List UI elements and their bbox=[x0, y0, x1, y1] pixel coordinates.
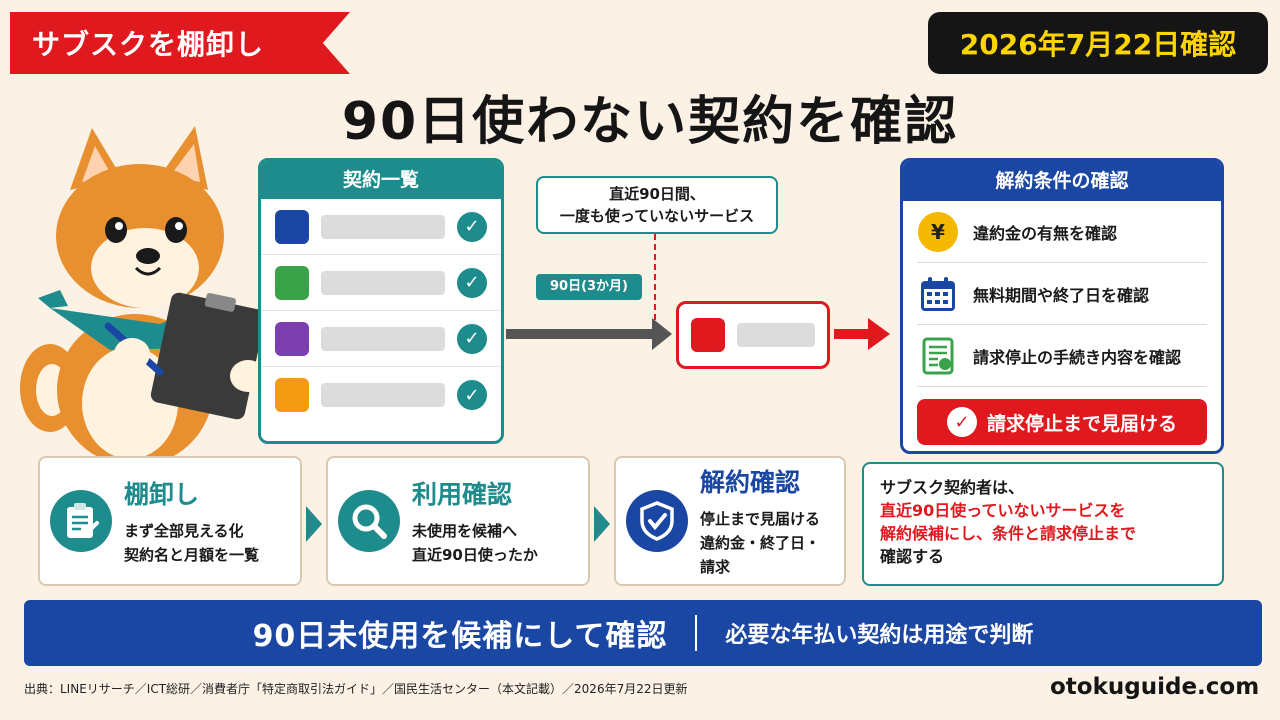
site-url[interactable]: otokuguide.com bbox=[1050, 674, 1260, 700]
summary-line: 確認する bbox=[880, 547, 945, 566]
list-item: 無料期間や終了日を確認 bbox=[917, 263, 1207, 325]
step-card-inventory: 棚卸し まず全部見える化 契約名と月額を一覧 bbox=[38, 456, 302, 586]
condition-label: 請求停止の手続き内容を確認 bbox=[973, 347, 1182, 367]
source-citation: 出典：LINEリサーチ／ICT総研／消費者庁「特定商取引法ガイド」／国民生活セン… bbox=[24, 682, 688, 696]
arrow-right-icon bbox=[868, 318, 890, 350]
yen-glyph: ¥ bbox=[918, 211, 958, 252]
list-item: ✓ bbox=[261, 311, 501, 367]
check-icon: ✓ bbox=[457, 323, 487, 354]
list-item: ✓ bbox=[261, 367, 501, 423]
calendar-icon bbox=[917, 273, 959, 315]
period-label: 90日(3か月) bbox=[536, 274, 642, 300]
cancel-conditions-panel: 解約条件の確認 ¥ 違約金の有無を確認 無料期間や終了日を確認 bbox=[900, 158, 1224, 454]
placeholder-bar bbox=[737, 323, 815, 347]
check-icon: ✓ bbox=[457, 211, 487, 242]
list-item: 請求停止の手続き内容を確認 bbox=[917, 325, 1207, 387]
step-title: 棚卸し bbox=[124, 480, 200, 509]
cancel-conditions-title: 解約条件の確認 bbox=[903, 161, 1221, 201]
invoice-icon bbox=[917, 335, 959, 377]
list-item: ✓ bbox=[261, 199, 501, 255]
service-color-icon bbox=[275, 265, 309, 300]
service-color-icon bbox=[691, 318, 725, 352]
service-color-icon bbox=[275, 209, 309, 244]
check-icon: ✓ bbox=[457, 267, 487, 298]
placeholder-bar bbox=[321, 270, 445, 295]
action-label: 請求停止まで見届ける bbox=[986, 412, 1177, 435]
conclusion-banner: 90日未使用を候補にして確認 必要な年払い契約は用途で判断 bbox=[24, 600, 1262, 666]
chevron-right-icon bbox=[594, 506, 610, 542]
contract-list-title: 契約一覧 bbox=[261, 161, 501, 199]
summary-line: 解約候補にし、条件と請求停止まで bbox=[880, 524, 1137, 543]
date-badge: 2026年7月22日確認 bbox=[928, 12, 1268, 74]
summary-box: サブスク契約者は、 直近90日使っていないサービスを 解約候補にし、条件と請求停… bbox=[862, 462, 1224, 586]
step-title: 利用確認 bbox=[412, 480, 513, 509]
placeholder-bar bbox=[321, 326, 445, 351]
confirm-stop-billing-badge: ✓ 請求停止まで見届ける bbox=[917, 399, 1207, 445]
condition-label: 違約金の有無を確認 bbox=[973, 223, 1118, 243]
service-color-icon bbox=[275, 378, 309, 412]
step-title: 解約確認 bbox=[700, 468, 801, 497]
banner-sub-text: 必要な年払い契約は用途で判断 bbox=[725, 623, 1034, 648]
step-card-usage-check: 利用確認 未使用を候補へ 直近90日使ったか bbox=[326, 456, 590, 586]
chevron-right-icon bbox=[306, 506, 322, 542]
step-line: 契約名と月額を一覧 bbox=[124, 546, 260, 564]
magnifier-icon bbox=[338, 490, 400, 552]
summary-line: サブスク契約者は、 bbox=[880, 478, 1025, 497]
step-line: 違約金・終了日・請求 bbox=[700, 534, 821, 576]
step-card-cancel-check: 解約確認 停止まで見届ける 違約金・終了日・請求 bbox=[614, 456, 846, 586]
dashed-connector bbox=[654, 234, 656, 320]
red-arrow-line bbox=[834, 329, 872, 339]
unused-service-card bbox=[676, 301, 830, 369]
step-line: 停止まで見届ける bbox=[700, 510, 821, 528]
contract-list-panel: 契約一覧 ✓ ✓ ✓ ✓ bbox=[258, 158, 504, 444]
step-line: 未使用を候補へ bbox=[412, 522, 518, 540]
check-circle-icon: ✓ bbox=[946, 407, 977, 437]
placeholder-bar bbox=[321, 214, 445, 239]
step-line: まず全部見える化 bbox=[124, 522, 244, 540]
callout-line: 直近90日間、 bbox=[609, 185, 705, 203]
shiba-dog-mascot-icon bbox=[20, 126, 266, 464]
placeholder-bar bbox=[321, 383, 445, 407]
page-title: 90日使わない契約を確認 bbox=[341, 92, 959, 152]
check-icon: ✓ bbox=[457, 380, 487, 410]
shield-check-icon bbox=[626, 490, 688, 552]
list-item: ✓ bbox=[261, 255, 501, 311]
banner-main-text: 90日未使用を候補にして確認 bbox=[252, 619, 668, 654]
unused-service-callout: 直近90日間、 一度も使っていないサービス bbox=[536, 176, 778, 234]
callout-line: 一度も使っていないサービス bbox=[559, 207, 755, 225]
yen-coin-icon: ¥ bbox=[917, 211, 959, 253]
category-ribbon: サブスクを棚卸し bbox=[10, 12, 350, 74]
banner-divider bbox=[695, 615, 698, 651]
timeline-arrow-line bbox=[506, 329, 656, 339]
list-item: ¥ 違約金の有無を確認 bbox=[917, 201, 1207, 263]
service-color-icon bbox=[275, 321, 309, 356]
clipboard-icon bbox=[50, 490, 112, 552]
arrow-right-icon bbox=[652, 318, 672, 350]
condition-label: 無料期間や終了日を確認 bbox=[973, 285, 1150, 305]
summary-line: 直近90日使っていないサービスを bbox=[880, 501, 1126, 520]
step-line: 直近90日使ったか bbox=[412, 546, 538, 564]
